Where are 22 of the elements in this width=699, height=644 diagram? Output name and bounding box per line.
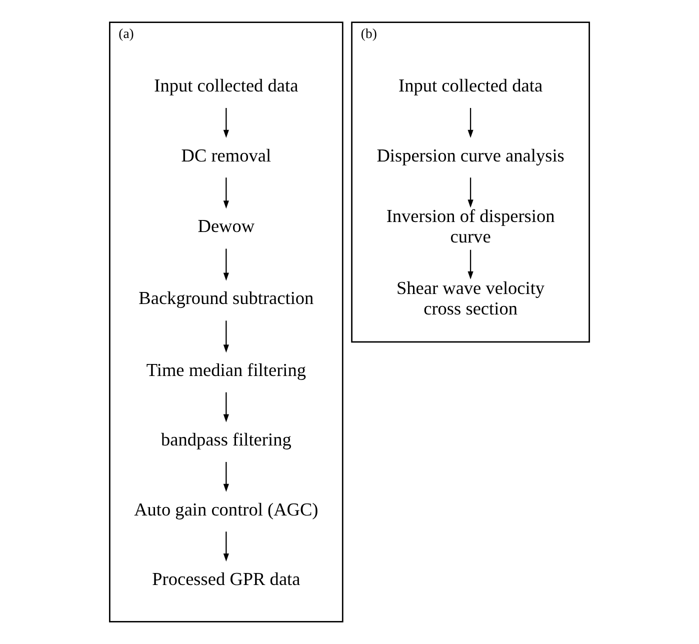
- arrow: [223, 108, 229, 138]
- node-text: Time median filtering: [146, 360, 306, 380]
- arrow: [223, 532, 229, 562]
- arrow: [468, 178, 474, 208]
- node-text: bandpass filtering: [160, 430, 292, 450]
- node-text: Shear wave velocity cross section: [396, 278, 545, 318]
- node-text: Dispersion curve analysis: [376, 145, 564, 166]
- node-text: Background subtraction: [138, 288, 314, 308]
- arrow: [223, 462, 229, 492]
- node-text: Input collected data: [398, 76, 543, 96]
- arrow: [223, 248, 229, 281]
- node-text: Input collected data: [154, 76, 298, 96]
- node-text: Dewow: [198, 216, 255, 236]
- node-text: DC removal: [181, 145, 272, 166]
- node-text: Auto gain control (AGC): [134, 499, 318, 520]
- arrow: [223, 178, 229, 209]
- arrow: [223, 392, 229, 422]
- arrow: [468, 108, 474, 138]
- node-text: Processed GPR data: [152, 568, 300, 589]
- arrow: [468, 250, 474, 280]
- node-text: Inversion of dispersion curve: [386, 206, 555, 246]
- arrow: [223, 320, 229, 353]
